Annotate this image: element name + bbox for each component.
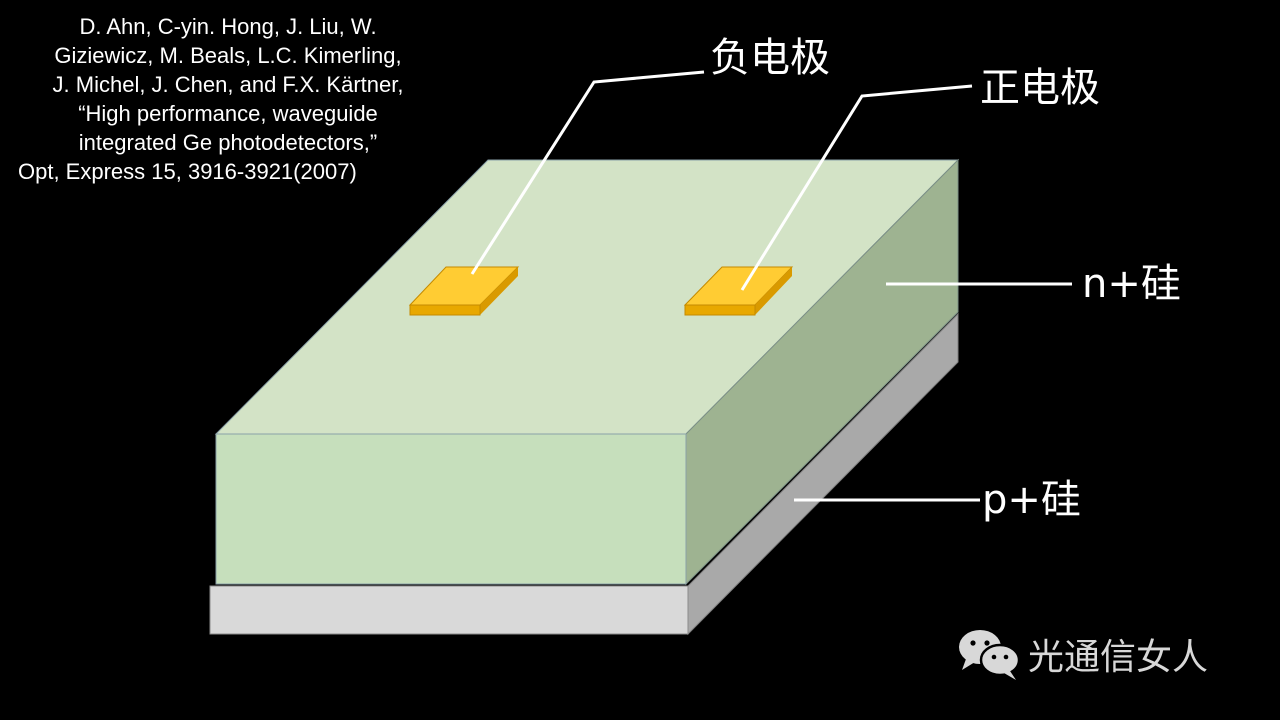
citation-line: integrated Ge photodetectors,” xyxy=(78,130,378,155)
wechat-icon xyxy=(959,630,1021,680)
watermark: 光通信女人 xyxy=(956,626,1208,682)
positive-electrode-leader-line xyxy=(740,84,973,291)
negative-electrode-label: 负电极 xyxy=(710,35,830,81)
citation-line: Giziewicz, M. Beals, L.C. Kimerling, xyxy=(54,43,402,68)
positive-electrode-front xyxy=(684,304,756,316)
p-layer-front-face xyxy=(209,585,689,635)
n-layer-front-face xyxy=(215,433,687,585)
citation-text: D. Ahn, C-yin. Hong, J. Liu, W. Giziewic… xyxy=(18,12,438,186)
positive-electrode-label: 正电极 xyxy=(980,65,1100,111)
positive-electrode-side xyxy=(755,267,792,315)
negative-electrode-side xyxy=(480,267,518,315)
negative-electrode-front xyxy=(409,304,481,316)
watermark-text: 光通信女人 xyxy=(1028,637,1209,678)
citation-line: D. Ahn, C-yin. Hong, J. Liu, W. xyxy=(79,14,377,39)
citation-line: J. Michel, J. Chen, and F.X. Kärtner, xyxy=(52,72,404,97)
p-plus-silicon-label: p+硅 xyxy=(982,477,1081,523)
citation-line: “High performance, waveguide xyxy=(78,101,378,126)
n-plus-silicon-label: n+硅 xyxy=(1082,261,1181,307)
negative-electrode-leader-line xyxy=(470,70,705,275)
citation-line: Opt, Express 15, 3916-3921(2007) xyxy=(18,159,357,184)
